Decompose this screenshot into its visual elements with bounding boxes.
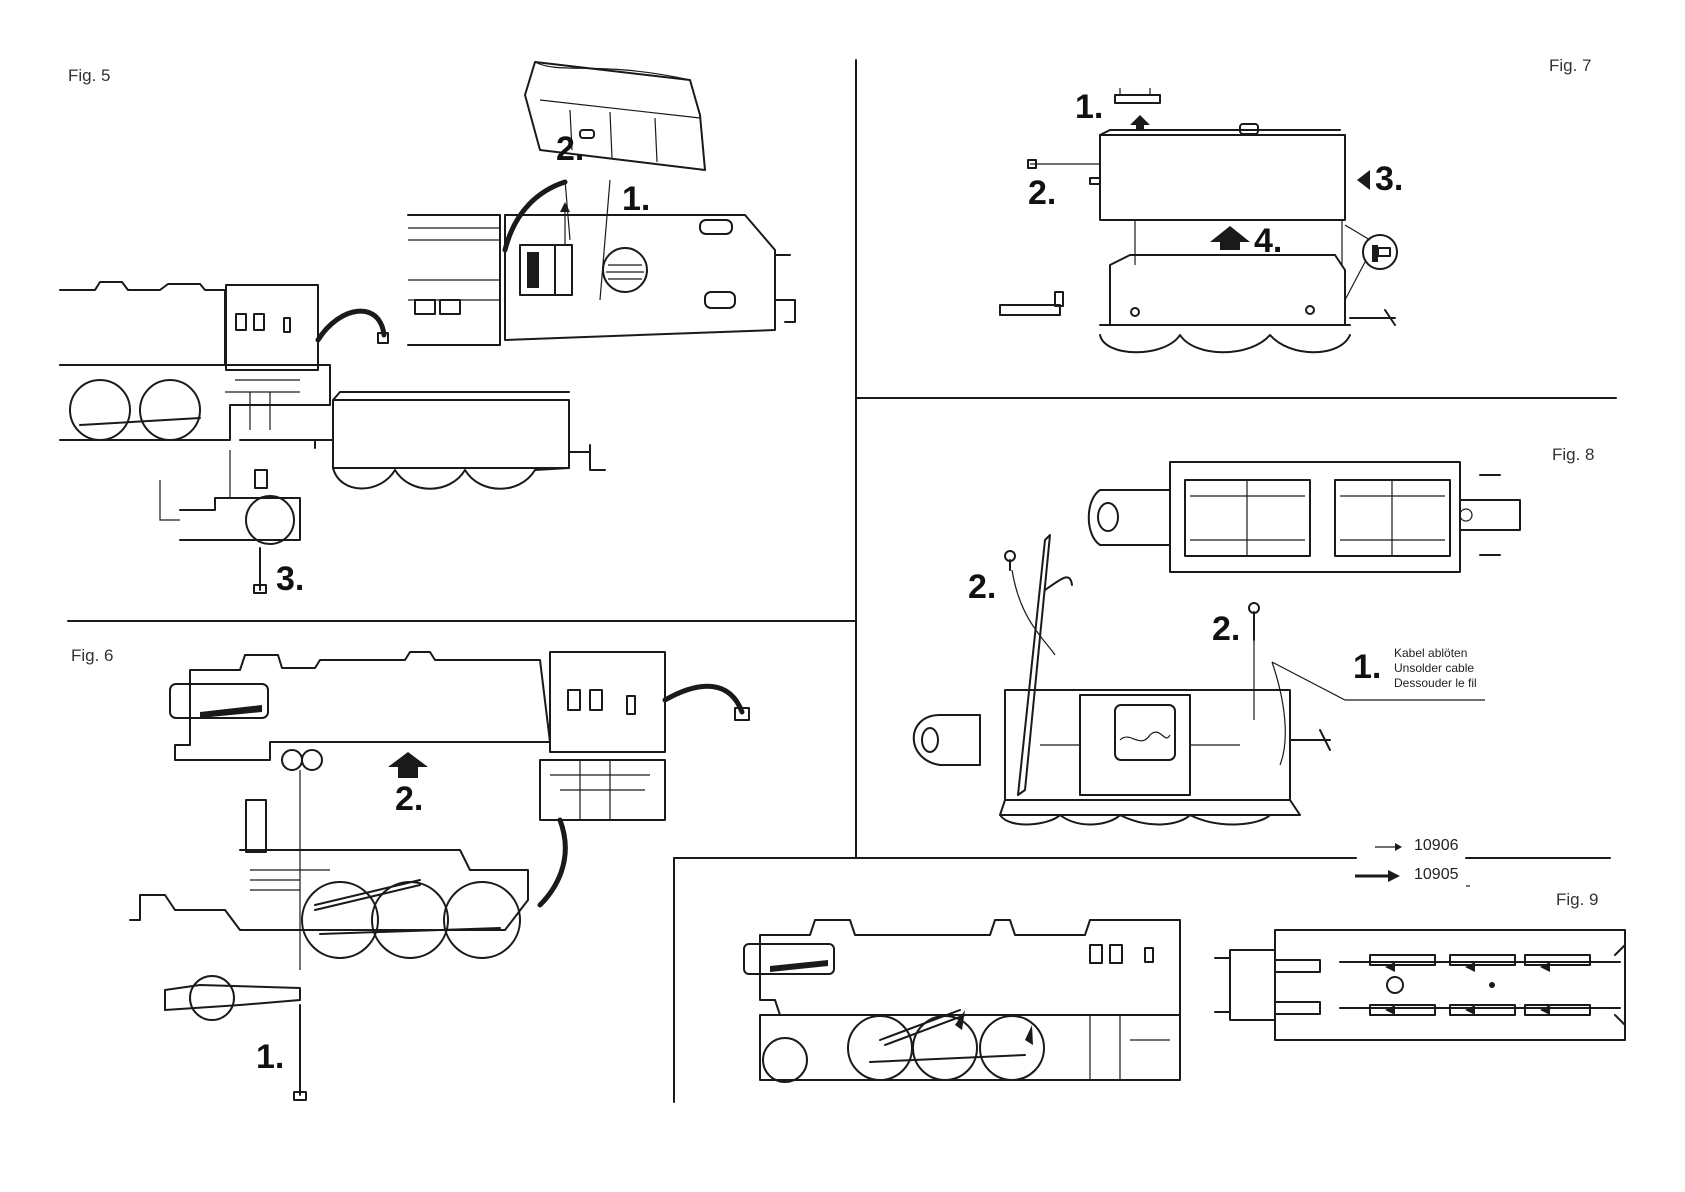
- fig8-label: Fig. 8: [1552, 445, 1595, 465]
- fig9-label: Fig. 9: [1556, 890, 1599, 910]
- fig9-legend-part-10905: 10905: [1414, 866, 1459, 884]
- fig5-step-1: 1.: [622, 180, 650, 219]
- fig7-step-3: 3.: [1375, 160, 1403, 199]
- fig8-step-1: 1.: [1353, 648, 1381, 687]
- fig8-step-2-left: 2.: [968, 568, 996, 607]
- fig8-note-de: Kabel ablöten: [1394, 646, 1467, 661]
- fig6-step-2: 2.: [395, 780, 423, 819]
- fig8-note-en: Unsolder cable: [1394, 661, 1474, 676]
- fig5-step-2: 2.: [556, 130, 584, 169]
- fig6-label: Fig. 6: [71, 646, 114, 666]
- fig7-step-2: 2.: [1028, 174, 1056, 213]
- fig8-note-fr: Dessouder le fil: [1394, 676, 1477, 691]
- fig9-legend-part-10906: 10906: [1414, 837, 1459, 855]
- fig7-tender-drawing: [1000, 88, 1397, 352]
- fig7-label: Fig. 7: [1549, 56, 1592, 76]
- fig9-locomotive-drawing: [744, 920, 1625, 1082]
- fig5-step-3: 3.: [276, 560, 304, 599]
- fig6-locomotive-drawing: [130, 652, 749, 1100]
- fig5-locomotive-drawing: [60, 62, 795, 593]
- fig8-step-2-right: 2.: [1212, 610, 1240, 649]
- fig5-label: Fig. 5: [68, 66, 111, 86]
- fig6-step-1: 1.: [256, 1038, 284, 1077]
- fig7-step-1: 1.: [1075, 88, 1103, 127]
- fig9-legend-arrows: [1355, 843, 1610, 882]
- fig7-step-4: 4.: [1254, 222, 1282, 261]
